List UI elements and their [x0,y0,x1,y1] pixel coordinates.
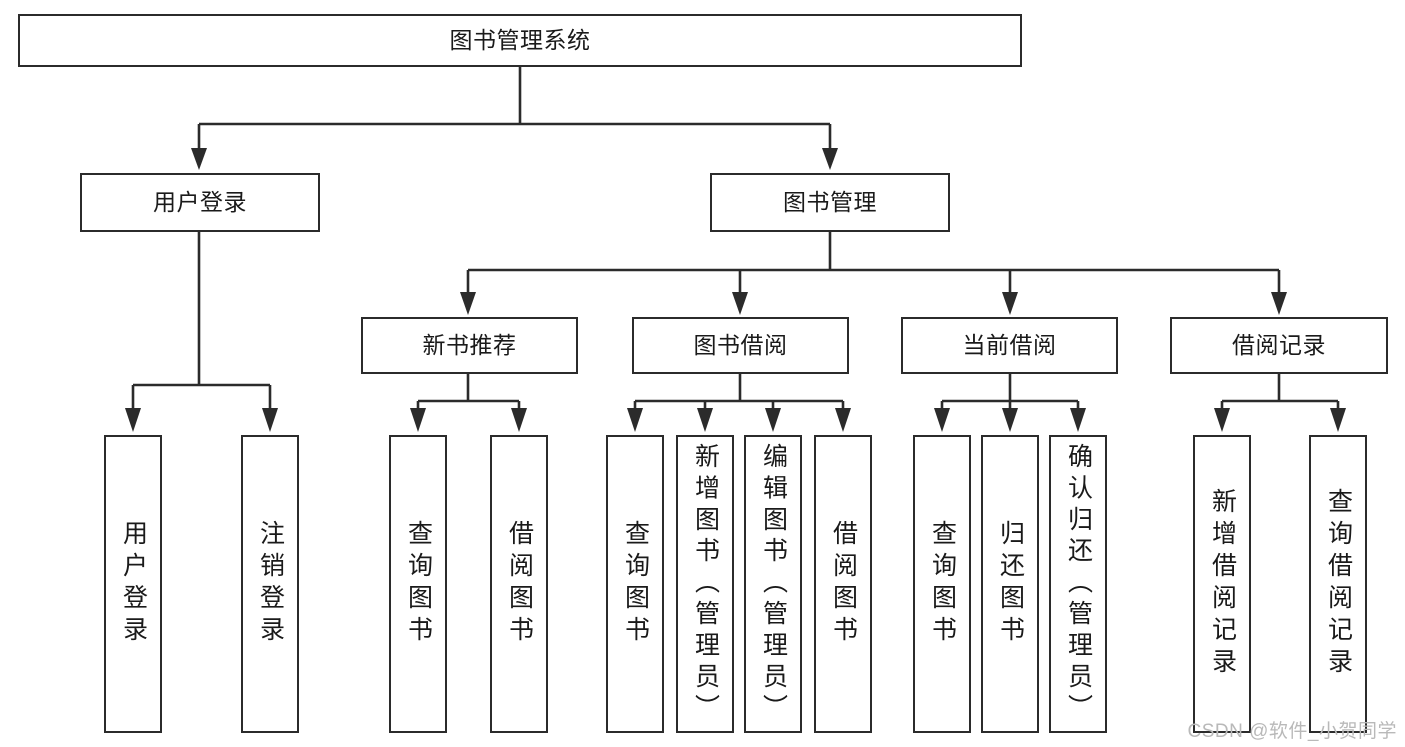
leaf-query-book-current[interactable]: 查询图书 [913,435,971,733]
node-label: 借阅图书 [505,520,534,648]
node-book-management[interactable]: 图书管理 [710,173,950,232]
node-label: 图书管理系统 [449,27,591,54]
leaf-logout[interactable]: 注销登录 [241,435,299,733]
node-label: 查询图书 [404,520,433,648]
leaf-add-borrow-record[interactable]: 新增借阅记录 [1193,435,1251,733]
node-label: 借阅记录 [1232,332,1326,359]
leaf-query-book-borrow[interactable]: 查询图书 [606,435,664,733]
node-label: 用户登录 [119,520,148,648]
leaf-return-book[interactable]: 归还图书 [981,435,1039,733]
node-new-book-recommend[interactable]: 新书推荐 [361,317,578,374]
node-label: 图书借阅 [693,332,788,359]
leaf-edit-book-admin[interactable]: 编辑图书（管理员） [744,435,802,733]
leaf-query-borrow-record[interactable]: 查询借阅记录 [1309,435,1367,733]
node-book-borrow[interactable]: 图书借阅 [632,317,849,374]
node-current-borrow[interactable]: 当前借阅 [901,317,1118,374]
node-label: 编辑图书（管理员） [759,442,788,726]
node-label: 用户登录 [153,189,247,216]
node-user-login[interactable]: 用户登录 [80,173,320,232]
leaf-user-login[interactable]: 用户登录 [104,435,162,733]
leaf-borrow-book[interactable]: 借阅图书 [814,435,872,733]
node-root-book-management-system[interactable]: 图书管理系统 [18,14,1022,67]
node-label: 借阅图书 [829,520,858,648]
node-label: 当前借阅 [962,332,1057,359]
node-label: 查询借阅记录 [1324,488,1353,680]
node-borrow-record[interactable]: 借阅记录 [1170,317,1388,374]
node-label: 归还图书 [996,520,1025,648]
leaf-borrow-book-recommend[interactable]: 借阅图书 [490,435,548,733]
node-label: 查询图书 [928,520,957,648]
node-label: 确认归还（管理员） [1064,442,1093,726]
leaf-confirm-return-admin[interactable]: 确认归还（管理员） [1049,435,1107,733]
node-label: 新增图书（管理员） [691,442,720,726]
node-label: 新增借阅记录 [1208,488,1237,680]
node-label: 图书管理 [783,189,877,216]
leaf-query-book-recommend[interactable]: 查询图书 [389,435,447,733]
csdn-watermark: CSDN @软件_小贺同学 [1187,721,1397,742]
leaf-add-book-admin[interactable]: 新增图书（管理员） [676,435,734,733]
node-label: 新书推荐 [422,332,517,359]
node-label: 查询图书 [621,520,650,648]
node-label: 注销登录 [256,520,285,648]
